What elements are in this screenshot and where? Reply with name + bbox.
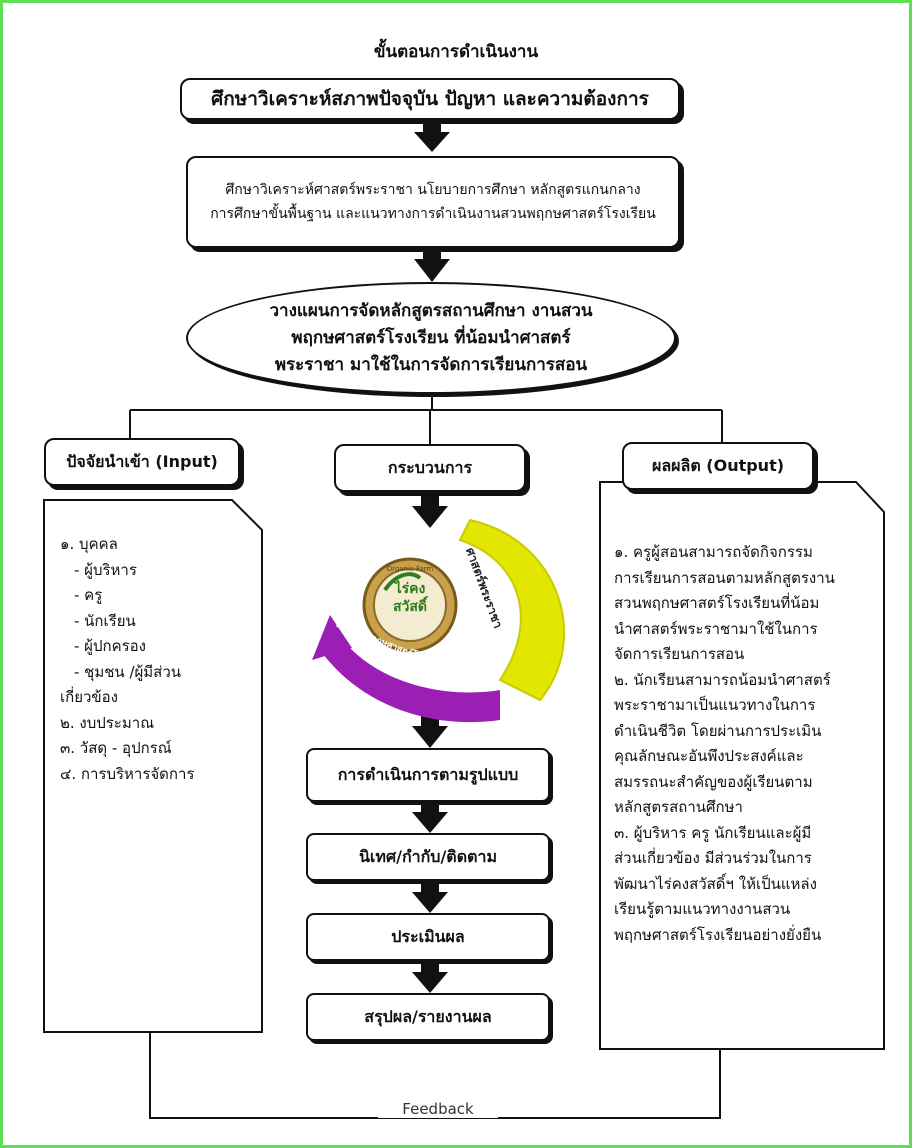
output-line: ๑. ครูผู้สอนสามารถจัดกิจกรรม (614, 543, 813, 561)
input-header: ปัจจัยนำเข้า (Input) (44, 438, 240, 486)
diagram-title: ขั้นตอนการดำเนินงาน (373, 42, 539, 62)
process-arrows (412, 494, 448, 993)
output-line: คุณลักษณะอันพึงประสงค์และ (614, 747, 804, 765)
output-line: การเรียนการสอนตามหลักสูตรงาน (614, 568, 835, 587)
input-item: ๓. วัสดุ - อุปกรณ์ (60, 739, 172, 757)
process-step-2-text: นิเทศ/กำกับ/ติดตาม (358, 846, 497, 866)
logo-subtitle: Organic Farm (386, 565, 434, 573)
input-item: - ครู (74, 586, 103, 604)
output-line: เรียนรู้ตามแนวทางงานสวน (614, 900, 791, 918)
step-2-line-2: การศึกษาขั้นพื้นฐาน และแนวทางการดำเนินงา… (210, 206, 656, 222)
arrow-down-2 (414, 245, 450, 282)
input-item: - ผู้บริหาร (74, 560, 137, 579)
arrow-down-1 (414, 118, 450, 152)
step-3-line-3: พระราชา มาใช้ในการจัดการเรียนการสอน (274, 354, 588, 375)
process-header-text: กระบวนการ (387, 457, 473, 477)
input-list: ๑. บุคคล - ผู้บริหาร - ครู - นักเรียน - … (60, 532, 256, 787)
output-line: พระราชามาเป็นแนวทางในการ (614, 696, 816, 714)
output-line: ดำเนินชีวิต โดยผ่านการประเมิน (614, 721, 822, 740)
feedback-label: Feedback (378, 1100, 498, 1118)
output-line: หลักสูตรสถานศึกษา (614, 798, 743, 816)
output-line: ๒. นักเรียนสามารถน้อมนำศาสตร์ (614, 670, 831, 689)
process-step-4-text: สรุปผล/รายงานผล (364, 1006, 492, 1026)
process-step-2: นิเทศ/กำกับ/ติดตาม (306, 833, 550, 881)
output-line: จัดการเรียนการสอน (614, 645, 745, 663)
input-item: เกี่ยวข้อง (60, 688, 119, 706)
process-step-1: การดำเนินการตามรูปแบบ (306, 748, 550, 802)
step-3-line-1: วางแผนการจัดหลักสูตรสถานศึกษา งานสวน (269, 300, 593, 321)
step-1-box: ศึกษาวิเคราะห์สภาพปัจจุบัน ปัญหา และความ… (180, 78, 680, 120)
input-document-shape (43, 499, 263, 1033)
output-line: พัฒนาไร่คงสวัสดิ์ฯ ให้เป็นแหล่ง (614, 874, 817, 893)
branch-lines (129, 394, 723, 444)
step-3-line-2: พฤกษศาสตร์โรงเรียน ที่น้อมนำศาสตร์ (291, 327, 571, 348)
output-line: ส่วนเกี่ยวข้อง มีส่วนร่วมในการ (614, 849, 812, 867)
output-line: สมรรถนะสำคัญของผู้เรียนตาม (614, 772, 813, 791)
output-line: ๓. ผู้บริหาร ครู นักเรียนและผู้มี (614, 823, 812, 842)
output-header-text: ผลผลิต (Output) (651, 455, 785, 475)
process-step-3: ประเมินผล (306, 913, 550, 961)
input-item: - นักเรียน (74, 611, 136, 630)
output-line: นำศาสตร์พระราชามาใช้ในการ (614, 619, 818, 638)
logo-name: ไร่คงสวัสดิ์ (392, 581, 428, 615)
process-header: กระบวนการ (334, 444, 526, 492)
input-item: ๒. งบประมาณ (60, 713, 155, 732)
process-step-4: สรุปผล/รายงานผล (306, 993, 550, 1041)
input-item: ๑. บุคคล (60, 535, 118, 553)
output-line: สวนพฤกษศาสตร์โรงเรียนที่น้อม (614, 594, 820, 612)
step-1-text: ศึกษาวิเคราะห์สภาพปัจจุบัน ปัญหา และความ… (211, 88, 649, 110)
input-item: - ชุมชน /ผู้มีส่วน (74, 662, 182, 681)
input-item: - ผู้ปกครอง (74, 637, 146, 655)
process-logo-graphic (312, 518, 565, 723)
process-step-1-text: การดำเนินการตามรูปแบบ (337, 764, 519, 784)
output-header: ผลผลิต (Output) (622, 442, 814, 490)
input-header-text: ปัจจัยนำเข้า (Input) (66, 451, 218, 471)
step-2-box: ศึกษาวิเคราะห์ศาสตร์พระราชา นโยบายการศึก… (186, 156, 680, 248)
input-item: ๔. การบริหารจัดการ (60, 764, 195, 783)
step-2-line-1: ศึกษาวิเคราะห์ศาสตร์พระราชา นโยบายการศึก… (225, 182, 641, 198)
process-step-3-text: ประเมินผล (391, 926, 465, 946)
step-3-ellipse: วางแผนการจัดหลักสูตรสถานศึกษา งานสวน พฤก… (186, 282, 676, 394)
output-line: พฤกษศาสตร์โรงเรียนอย่างยั่งยืน (614, 925, 822, 944)
output-list: ๑. ครูผู้สอนสามารถจัดกิจกรรม การเรียนการ… (614, 540, 876, 948)
